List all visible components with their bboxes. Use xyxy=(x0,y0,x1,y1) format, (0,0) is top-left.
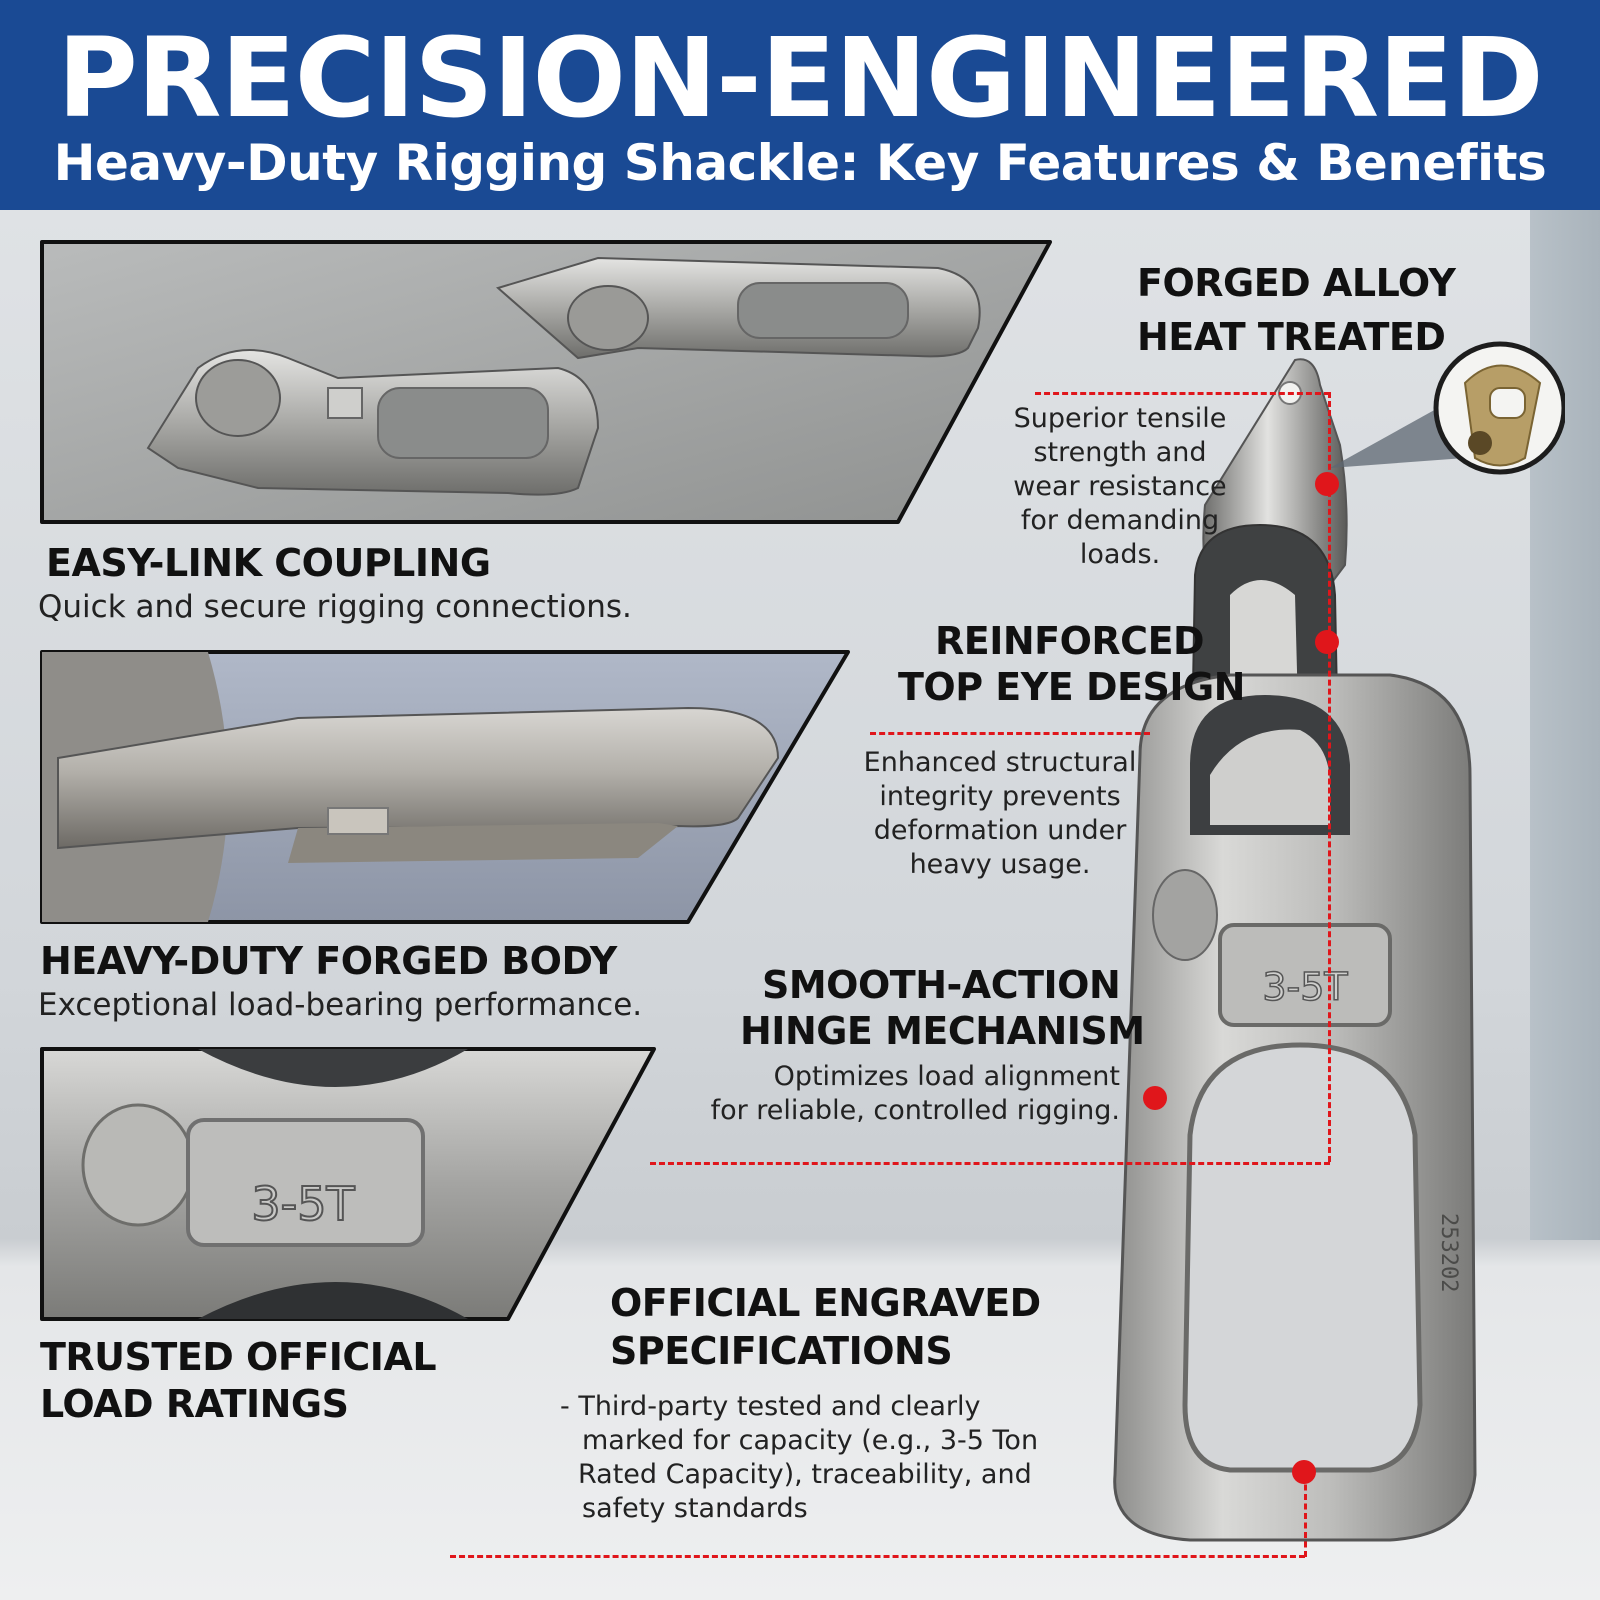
callout-line-main-v xyxy=(1328,392,1331,1162)
coupling-photo-panel xyxy=(38,238,1054,526)
page-title: PRECISION-ENGINEERED xyxy=(57,14,1543,142)
feature-title-forged-alloy-line2: HEAT TREATED xyxy=(1137,315,1446,359)
feature-desc-engraved: - Third-party tested and clearly marked … xyxy=(560,1391,1039,1524)
feature-desc-easy-link: Quick and secure rigging connections. xyxy=(38,589,632,625)
feature-desc-forged-alloy: Superior tensile strength and wear resis… xyxy=(1013,403,1227,570)
engraved-serial-number: 253202 xyxy=(1436,1213,1461,1292)
feature-title-top-eye-line1: REINFORCED xyxy=(935,619,1205,663)
callout-line-engraved-v xyxy=(1304,1475,1307,1557)
callout-line-forged-alloy-h xyxy=(1035,392,1330,395)
feature-title-hinge-line2: HINGE MECHANISM xyxy=(740,1009,1145,1053)
feature-title-forged-alloy-line1: FORGED ALLOY xyxy=(1137,261,1456,305)
inset-closeup-circle xyxy=(1300,338,1565,488)
feature-title-hinge-line1: SMOOTH-ACTION xyxy=(762,963,1121,1007)
feature-title-engraved-line2: SPECIFICATIONS xyxy=(610,1329,953,1373)
callout-line-top-eye-h xyxy=(870,732,1150,735)
callout-dot-hinge xyxy=(1143,1086,1167,1110)
callout-line-hinge-h xyxy=(650,1162,1330,1165)
feature-title-easy-link: EASY-LINK COUPLING xyxy=(46,541,491,585)
feature-title-load-ratings-line1: TRUSTED OFFICIAL xyxy=(40,1335,437,1379)
forged-body-photo-panel xyxy=(38,648,852,926)
engraved-rating-closeup: 3-5T xyxy=(251,1177,355,1231)
callout-line-engraved-h xyxy=(450,1555,1305,1558)
shackle-product-illustration: 3-5T 253202 xyxy=(1100,355,1500,1545)
feature-title-load-ratings-line2: LOAD RATINGS xyxy=(40,1382,349,1426)
page-subtitle: Heavy-Duty Rigging Shackle: Key Features… xyxy=(53,134,1547,192)
feature-title-top-eye-line2: TOP EYE DESIGN xyxy=(898,665,1245,709)
header-banner: PRECISION-ENGINEERED Heavy-Duty Rigging … xyxy=(0,0,1600,210)
callout-dot-forged-alloy xyxy=(1315,472,1339,496)
callout-dot-top-eye xyxy=(1315,630,1339,654)
feature-desc-top-eye: Enhanced structural integrity prevents d… xyxy=(863,747,1137,880)
feature-title-engraved-line1: OFFICIAL ENGRAVED xyxy=(610,1281,1041,1325)
load-rating-photo-panel: 3-5T xyxy=(38,1045,658,1323)
engraved-rating-main: 3-5T xyxy=(1262,965,1348,1009)
feature-title-forged-body: HEAVY-DUTY FORGED BODY xyxy=(40,939,617,983)
feature-desc-hinge: Optimizes load alignment for reliable, c… xyxy=(710,1061,1120,1126)
feature-desc-forged-body: Exceptional load-bearing performance. xyxy=(38,987,643,1023)
callout-dot-engraved xyxy=(1292,1460,1316,1484)
